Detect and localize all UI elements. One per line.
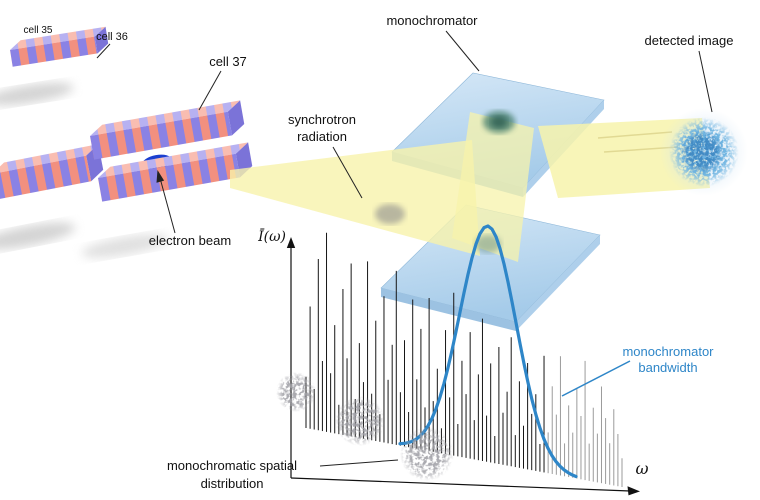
beam-streak — [597, 131, 673, 139]
bandwidth-curve — [398, 224, 578, 479]
undulator-cell35-36-bar — [10, 26, 109, 67]
bar-top-face — [10, 26, 106, 50]
detected-image-speckle — [660, 108, 748, 196]
x-axis-arrow — [627, 486, 640, 496]
bar-end-face — [94, 26, 109, 54]
label-electron-beam: electron beam — [149, 233, 231, 248]
label-spatial-line2: distribution — [201, 476, 264, 491]
label-bandwidth-line2: bandwidth — [638, 360, 697, 375]
label-cell35: cell 35 — [24, 25, 53, 36]
beam-cone — [230, 140, 480, 256]
labels: cell 35 cell 36 cell 37 synchrotron radi… — [24, 13, 734, 491]
spectrum-axes — [286, 237, 640, 496]
bar-front-face — [90, 111, 233, 160]
beam-between-crystals — [452, 112, 534, 262]
bar-end-face — [227, 100, 245, 136]
detected-image-speckle-core — [680, 130, 724, 174]
label-y-axis: Ī(ω) — [257, 227, 286, 245]
pointer-bandwidth — [561, 360, 631, 397]
speckle-pattern-3 — [400, 427, 454, 481]
pointer-detected-image — [698, 50, 713, 113]
bar-top-face — [98, 142, 249, 178]
monochromatic-speckle-patterns — [276, 372, 454, 481]
shadow-cell35-bar — [0, 82, 74, 106]
label-spatial-line1: monochromatic spatial — [167, 458, 297, 473]
label-x-axis: ω — [635, 459, 648, 478]
pointer-electron-beam — [159, 177, 176, 234]
bar-front-face — [98, 153, 241, 202]
undulator-cell37-upper-bar — [90, 100, 245, 160]
label-monochromator: monochromator — [386, 13, 478, 28]
shadow-cell37-bar — [81, 234, 169, 258]
label-bandwidth-line1: monochromator — [622, 344, 714, 359]
bar-front-face — [10, 36, 98, 67]
label-synchrotron-line1: synchrotron — [288, 112, 356, 127]
crystal-edge-right — [516, 235, 600, 331]
undulator-cell37-lower-bar — [98, 142, 253, 202]
bar-top-face — [0, 144, 99, 174]
label-cell36: cell 36 — [96, 31, 128, 43]
label-detected-image: detected image — [645, 33, 734, 48]
pointer-spatial — [319, 459, 399, 467]
pointer-cell36 — [96, 43, 111, 59]
shadow-left-bar — [0, 222, 76, 250]
label-synchrotron-line2: radiation — [297, 129, 347, 144]
beam-spot-direct — [375, 204, 405, 224]
bar-front-face — [0, 155, 92, 200]
ground-shadows — [0, 82, 169, 258]
pointer-cell37 — [198, 70, 222, 111]
pointer-lines — [96, 30, 713, 467]
undulator-left-bar — [0, 144, 104, 200]
electron-beam-arrowhead — [156, 170, 165, 183]
speckle-pattern-1 — [276, 372, 316, 412]
pointer-monochromator — [445, 30, 480, 72]
bar-top-face — [90, 100, 241, 136]
y-axis-arrow — [286, 237, 296, 248]
radiation-beams — [230, 111, 710, 262]
label-cell37: cell 37 — [209, 54, 247, 69]
beam-spot-upper-crystal-core — [491, 116, 507, 128]
beam-spot-lower-crystal — [475, 235, 501, 253]
x-axis — [290, 477, 631, 492]
pointer-synchrotron — [332, 146, 363, 199]
speckle-pattern-2 — [335, 396, 385, 446]
